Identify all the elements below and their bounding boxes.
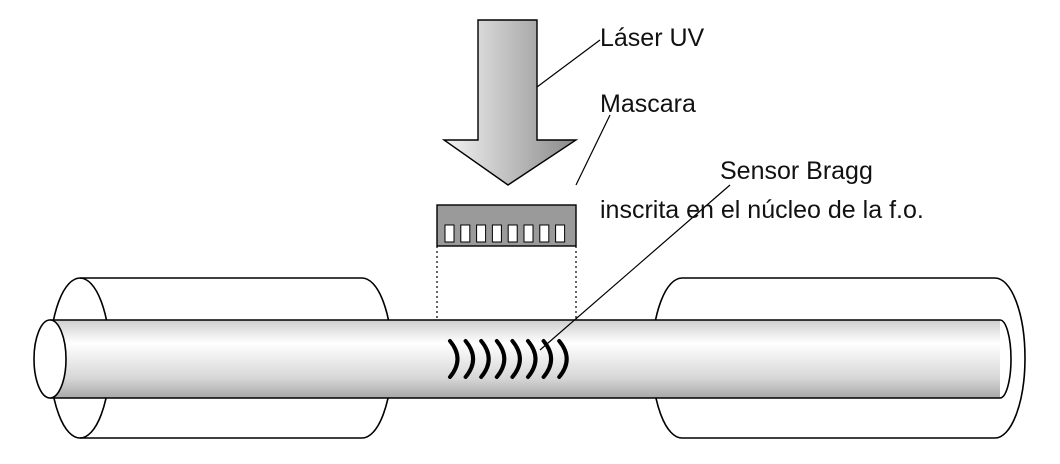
mask-slit — [460, 224, 471, 243]
mask-slit — [476, 224, 487, 243]
grating-fringe — [448, 339, 460, 379]
mask-label: Mascara — [600, 90, 696, 118]
phase-mask — [436, 204, 577, 247]
grating-fringe — [463, 339, 476, 379]
grating-fringe — [557, 339, 569, 379]
mask-slit — [539, 224, 550, 243]
laser-label: Láser UV — [600, 24, 705, 52]
uv-laser-arrow — [441, 19, 579, 186]
grating-fringe — [494, 339, 507, 379]
grating-fringe — [541, 339, 554, 379]
bragg-grating — [448, 339, 569, 379]
right-cladding — [651, 277, 1026, 439]
mask-slit — [507, 224, 518, 243]
sensor-label-line2: inscrita en el núcleo de la f.o. — [600, 196, 924, 224]
mask-slit — [523, 224, 534, 243]
leader-line-sensor — [539, 184, 731, 351]
grating-fringe — [526, 339, 538, 379]
mask-slit — [491, 224, 502, 243]
mask-slit — [444, 224, 455, 243]
leader-line-mask — [575, 114, 611, 186]
fiber-core-right-end — [999, 319, 1012, 399]
sensor-label-line1: Sensor Bragg — [720, 157, 873, 185]
mask-projection-lines — [436, 246, 577, 320]
leader-line-laser — [536, 39, 601, 88]
mask-slit — [555, 224, 566, 243]
phase-mask-slits — [444, 224, 566, 243]
grating-fringe — [510, 339, 522, 379]
fiber-core — [33, 319, 1012, 399]
right-cladding-end-rim — [994, 277, 1026, 439]
leader-lines — [536, 39, 731, 351]
fiber-core-body — [50, 320, 1000, 398]
fiber-core-end-face — [33, 319, 67, 399]
phase-mask-body — [436, 204, 577, 247]
grating-fringe — [479, 339, 491, 379]
